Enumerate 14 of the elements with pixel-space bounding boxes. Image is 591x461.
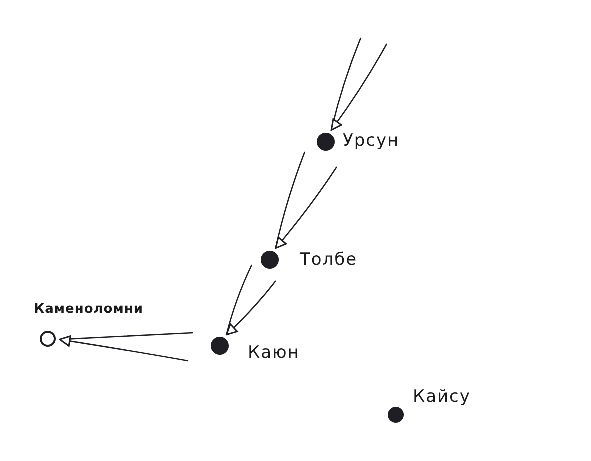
quarry-circle: [40, 331, 56, 347]
settlement-dot: [388, 407, 404, 423]
arrow: [275, 151, 338, 250]
settlement-dot: [211, 337, 229, 355]
place-label: Кайсу: [413, 389, 471, 406]
arrow: [330, 37, 388, 131]
settlement-dot: [261, 251, 279, 269]
place-label: Каменоломни: [34, 303, 144, 316]
arrow: [226, 264, 277, 336]
place-label: Толбе: [300, 252, 358, 269]
arrow: [59, 332, 194, 362]
place-label: Урсун: [343, 133, 400, 150]
place-label: Каюн: [248, 345, 300, 362]
settlement-dot: [317, 133, 335, 151]
